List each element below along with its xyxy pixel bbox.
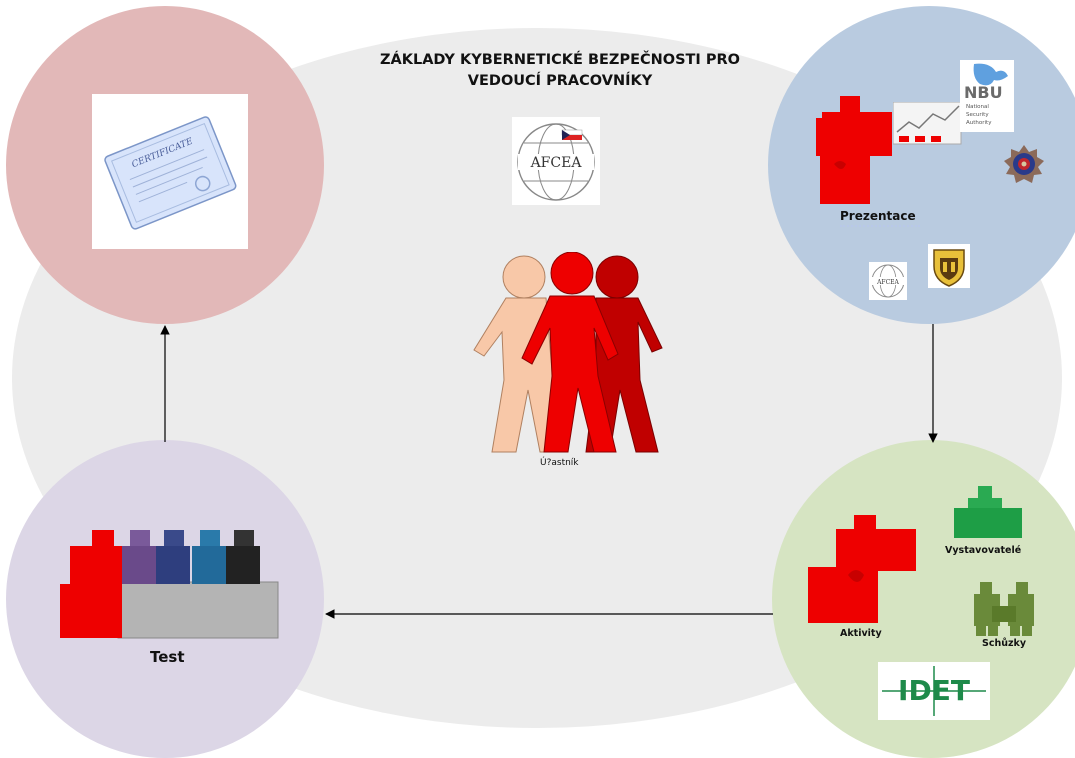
meetings-icon [972, 580, 1036, 636]
activities-figure [808, 515, 918, 623]
certificate-image: CERTIFICATE [92, 94, 248, 249]
nbu-logo-line-3: Authority [966, 120, 992, 126]
nbu-logo-line-2: Security [966, 112, 989, 118]
presentation-label-underline [840, 225, 920, 230]
title-line-2: VEDOUCÍ PRACOVNÍKY [467, 73, 653, 89]
exhibitors-icon [954, 486, 1022, 540]
idet-logo: IDET [878, 662, 990, 720]
participants-figure [470, 252, 670, 454]
presentation-label: Prezentace [840, 209, 916, 223]
chart-board-icon [893, 102, 963, 146]
participant-label: Ú?astník [540, 458, 579, 468]
exhibitors-label: Vystavovatelé [945, 545, 1022, 556]
idet-logo-text: IDET [898, 674, 970, 707]
title-line-1: ZÁKLADY KYBERNETICKÉ BEZPEČNOSTI PRO [380, 52, 740, 68]
afcea-logo: AFCEA [512, 117, 600, 205]
afcea-small-logo-text: AFCEA [876, 279, 899, 286]
diagram-title: ZÁKLADY KYBERNETICKÉ BEZPEČNOSTI PRO VED… [340, 50, 780, 92]
afcea-small-logo: AFCEA [869, 262, 907, 300]
activities-label: Aktivity [840, 628, 882, 639]
military-emblem-icon [1003, 144, 1045, 186]
test-figure [60, 528, 280, 640]
nbu-logo-line-1: National [966, 104, 989, 110]
nbu-logo-text: NBU [964, 83, 1003, 102]
afcea-logo-text: AFCEA [530, 155, 583, 171]
presenter-figure [816, 94, 896, 206]
shield-emblem-icon [928, 244, 970, 288]
nbu-logo: NBU National Security Authority [960, 60, 1014, 132]
test-label: Test [150, 648, 185, 666]
meetings-label: Schůzky [982, 638, 1027, 649]
